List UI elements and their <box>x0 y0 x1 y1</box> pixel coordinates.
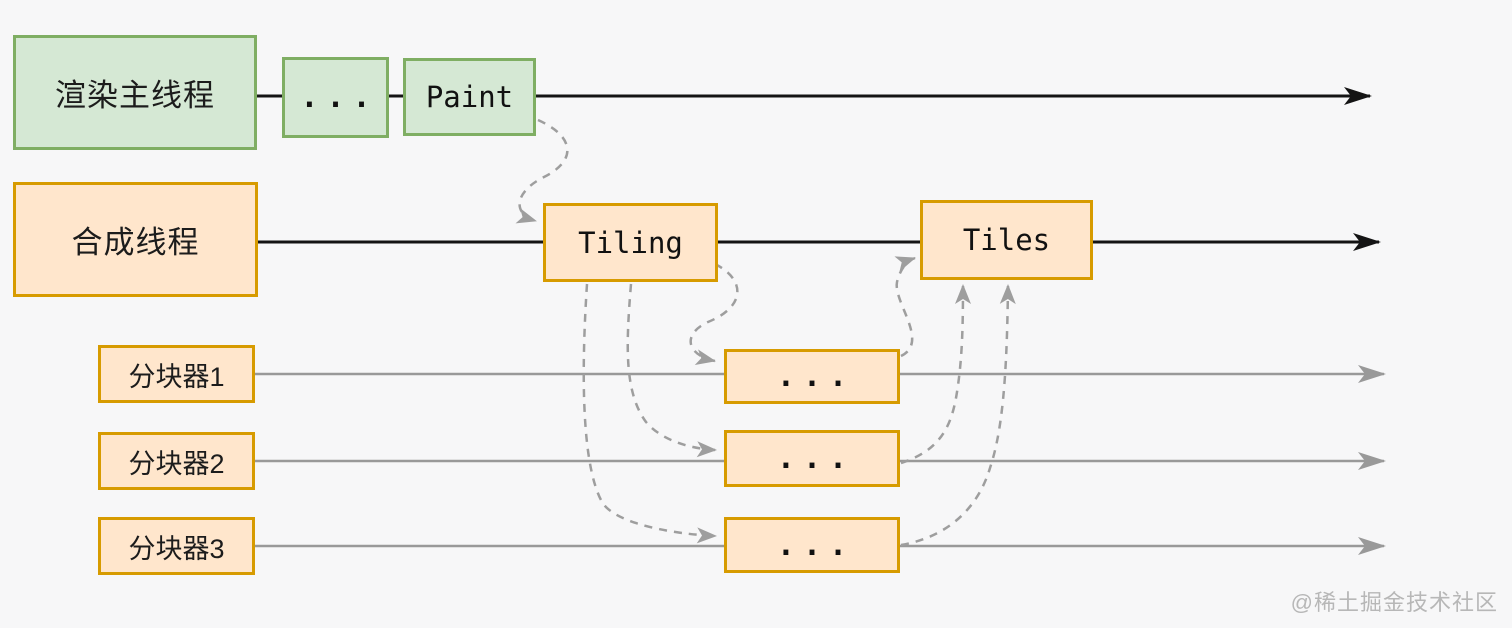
compositor-thread-label: 合成线程 <box>71 225 200 260</box>
box-tiler-3: 分块器3 <box>98 517 255 575</box>
box-tiler-3-task: ... <box>724 517 900 573</box>
tiler-1-label: 分块器1 <box>128 361 225 392</box>
arrow-tiler2-to-tiles <box>900 284 971 465</box>
box-step-tiling: Tiling <box>543 203 718 282</box>
box-tiler-1-task: ... <box>724 349 900 404</box>
box-tiler-1: 分块器1 <box>98 345 255 403</box>
arrow-paint-to-tiling <box>515 118 569 224</box>
arrow-tiler1-to-tiles <box>894 256 916 358</box>
arrow-tiling-to-tiler3-task <box>582 283 717 544</box>
tiles-step-label: Tiles <box>962 223 1051 257</box>
arrow-tiling-to-tiler1-task <box>689 262 739 365</box>
main-thread-ellipsis-label: ... <box>300 80 379 115</box>
paint-step-label: Paint <box>425 80 514 114</box>
box-tiler-2-task: ... <box>724 430 900 487</box>
box-main-thread-ellipsis: ... <box>282 57 389 138</box>
render-main-thread-label: 渲染主线程 <box>55 78 215 113</box>
box-render-main-thread: 渲染主线程 <box>13 35 257 150</box>
box-tiler-2: 分块器2 <box>98 432 255 490</box>
tiler-1-task-label: ... <box>776 359 856 394</box>
tiler-2-label: 分块器2 <box>128 448 225 479</box>
tiler-3-label: 分块器3 <box>128 533 225 564</box>
watermark: @稀土掘金技术社区 <box>1290 590 1498 615</box>
tiler-3-task-label: ... <box>776 527 856 563</box>
box-compositor-thread: 合成线程 <box>13 182 258 297</box>
tiling-step-label: Tiling <box>578 225 683 260</box>
tiler-2-task-label: ... <box>776 441 856 476</box>
arrow-tiling-to-tiler2-task <box>626 283 717 458</box>
box-step-paint: Paint <box>403 58 536 136</box>
box-step-tiles: Tiles <box>920 200 1093 280</box>
arrow-tiler3-to-tiles <box>900 284 1016 547</box>
